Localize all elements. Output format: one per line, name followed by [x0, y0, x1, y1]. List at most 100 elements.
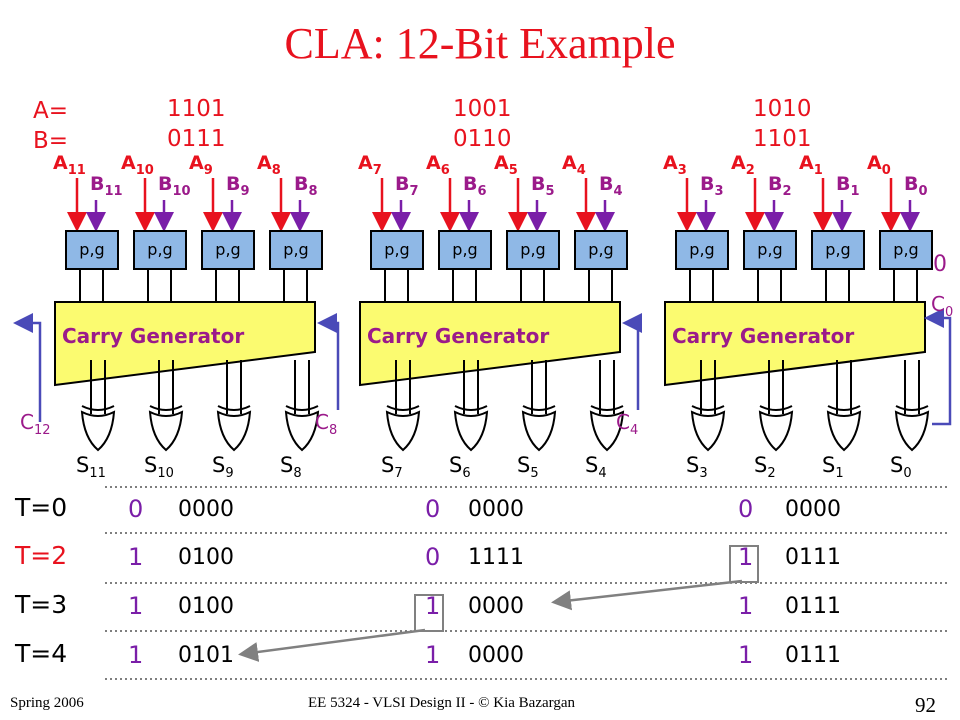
carry-generator-2 [54, 301, 316, 387]
sum-label: S8 [280, 453, 302, 482]
b-input-label: B1 [836, 173, 860, 199]
xor-gate [284, 410, 320, 452]
c8-label: C8 [315, 410, 338, 438]
a-input-label: A4 [562, 152, 586, 178]
xor-gate [690, 410, 726, 452]
a-input-label: A7 [358, 152, 382, 178]
sum-bits-value: 0111 [785, 545, 841, 570]
pg-box: p,g [438, 230, 492, 270]
sum-label: S10 [144, 453, 174, 482]
carry-bit-value: 1 [738, 641, 754, 669]
xor-gate [148, 410, 184, 452]
carry-bit-value: 1 [425, 641, 441, 669]
xor-gate [453, 410, 489, 452]
pg-box: p,g [269, 230, 323, 270]
carry-bit-value: 1 [425, 592, 441, 620]
carry-generator-label: Carry Generator [672, 324, 855, 348]
sum-bits-value: 1111 [468, 545, 524, 570]
sum-bits-value: 0000 [468, 594, 524, 619]
carry-bit-value: 1 [128, 592, 144, 620]
sum-bits-value: 0000 [468, 643, 524, 668]
a-input-label: A0 [867, 152, 891, 178]
xor-gate-curve [217, 405, 251, 411]
sum-label: S3 [686, 453, 708, 482]
xor-gate-curve [285, 405, 319, 411]
a-input-label: A3 [663, 152, 687, 178]
xor-gate [894, 410, 930, 452]
carry-bit-value: 1 [128, 641, 144, 669]
carry-bit-value: 0 [128, 495, 144, 523]
propagation-arrow-2 [238, 628, 426, 662]
sum-bits-value: 0000 [468, 497, 524, 522]
pg-box: p,g [743, 230, 797, 270]
pg-box: p,g [811, 230, 865, 270]
sum-label: S9 [212, 453, 234, 482]
time-step-label: T=4 [15, 639, 68, 668]
b-input-label: B2 [768, 173, 792, 199]
xor-gate-curve [454, 405, 488, 411]
sum-label: S5 [517, 453, 539, 482]
propagation-arrow-1 [551, 579, 743, 611]
b-input-label: B9 [226, 173, 250, 199]
b-input-label: B6 [463, 173, 487, 199]
c12-label: C12 [20, 410, 51, 438]
xor-gate [758, 410, 794, 452]
a-input-label: A5 [494, 152, 518, 178]
xor-gate [521, 410, 557, 452]
xor-gate-curve [895, 405, 929, 411]
carry-bit-value: 0 [425, 543, 441, 571]
a-input-label: A10 [121, 152, 154, 178]
b-group-2: 0111 [167, 126, 226, 152]
b-input-label: B7 [395, 173, 419, 199]
a-input-label: A8 [257, 152, 281, 178]
a-input-label: A6 [426, 152, 450, 178]
time-step-label: T=0 [15, 493, 68, 522]
pg-box: p,g [675, 230, 729, 270]
sum-label: S11 [76, 453, 106, 482]
page-number: 92 [915, 693, 936, 717]
b-input-label: B4 [599, 173, 623, 199]
b-input-label: B10 [158, 173, 191, 199]
pg-box: p,g [370, 230, 424, 270]
a-group-1: 1001 [453, 96, 512, 122]
b-input-label: B0 [904, 173, 928, 199]
c4-arrow [622, 313, 642, 410]
carry-bit-value: 0 [738, 495, 754, 523]
a-input-label: A1 [799, 152, 823, 178]
c8-arrow [317, 313, 340, 410]
a-input-label: A2 [731, 152, 755, 178]
xor-gate [589, 410, 625, 452]
time-step-label: T=2 [15, 541, 68, 570]
carry-generator-label: Carry Generator [62, 324, 245, 348]
sum-bits-value: 0100 [178, 594, 234, 619]
b-input-label: B5 [531, 173, 555, 199]
carry-bit-value: 1 [738, 543, 754, 571]
xor-gate-curve [386, 405, 420, 411]
xor-gate [80, 410, 116, 452]
xor-gate-curve [691, 405, 725, 411]
sum-bits-value: 0111 [785, 643, 841, 668]
sum-bits-value: 0111 [785, 594, 841, 619]
sum-bits-value: 0101 [178, 643, 234, 668]
b-input-label: B8 [294, 173, 318, 199]
xor-gate [216, 410, 252, 452]
a-operand-label: A= [33, 98, 69, 124]
sum-label: S2 [754, 453, 776, 482]
c12-arrow [13, 313, 42, 422]
pg-box: p,g [201, 230, 255, 270]
c0-label: C0 [931, 292, 954, 320]
a-group-2: 1101 [167, 96, 226, 122]
b-input-label: B11 [90, 173, 123, 199]
xor-gate [826, 410, 862, 452]
pg-box: p,g [65, 230, 119, 270]
highlight-box-t2 [729, 545, 759, 583]
sum-label: S7 [381, 453, 403, 482]
pg-box: p,g [574, 230, 628, 270]
time-step-label: T=3 [15, 590, 68, 619]
carry-generator-1 [359, 301, 621, 387]
sum-label: S4 [585, 453, 607, 482]
b-input-label: B3 [700, 173, 724, 199]
slide-title: CLA: 12-Bit Example [284, 19, 676, 68]
b-group-0: 1101 [753, 126, 812, 152]
xor-gate [385, 410, 421, 452]
